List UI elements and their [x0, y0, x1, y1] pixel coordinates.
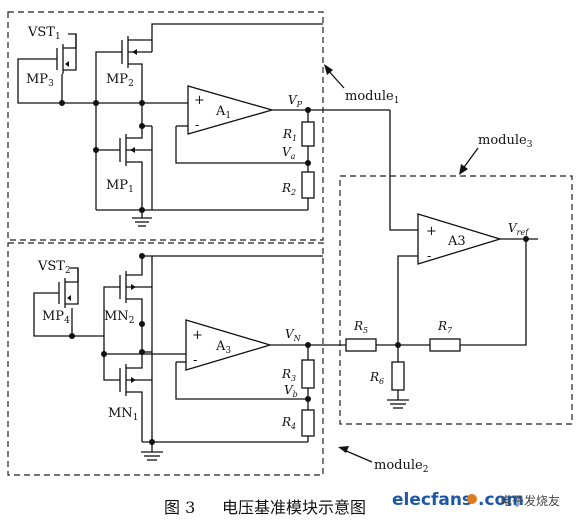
module2-box: [7, 242, 324, 476]
a2-plus: +: [192, 328, 203, 343]
mn1-label: MN1: [108, 406, 138, 423]
resistor-r2: [301, 171, 315, 210]
resistor-r6: [387, 345, 409, 409]
r2-label: R2: [281, 181, 296, 197]
r4-label: R4: [281, 415, 296, 431]
vst2-transistor: [33, 267, 79, 339]
figure-title: 电压基准模块示意图: [222, 498, 366, 517]
mp4-label: MP4: [42, 309, 70, 326]
mn1-transistor: [103, 352, 152, 442]
vb-label: Vb: [284, 383, 298, 399]
vst1-label: VST1: [27, 25, 61, 42]
resistor-r3: [301, 345, 315, 410]
r1-label: R1: [282, 127, 297, 143]
vref-label: Vref: [508, 221, 530, 237]
watermark-dot-icon: [467, 494, 477, 504]
a1-label: A1: [215, 104, 231, 121]
resistor-r7: [429, 338, 461, 352]
mn2-label: MN2: [104, 309, 134, 326]
module3-pointer: [459, 147, 479, 175]
mp1-label: MP1: [106, 178, 134, 195]
module1-box: [7, 11, 324, 241]
module3-box: [339, 175, 573, 425]
vst2-label: VST2: [37, 259, 71, 276]
a1-minus: -: [195, 118, 199, 133]
watermark-brand: elecfans: [392, 490, 472, 510]
a3-label: A3: [447, 234, 466, 249]
a2-label: A3: [215, 339, 231, 356]
op-amp-a3: [389, 110, 538, 346]
mp1-transistor: [95, 126, 153, 210]
resistor-r5: [345, 338, 430, 352]
module2-label: module2: [374, 458, 428, 475]
vst1-transistor: [17, 33, 77, 106]
a3-plus: +: [426, 224, 437, 239]
resistor-r4: [301, 409, 315, 442]
r6-label: R6: [369, 370, 384, 386]
a1-plus: +: [194, 93, 205, 108]
module3-label: module3: [478, 133, 533, 150]
ground-symbol: [132, 210, 152, 227]
resistor-r1: [301, 110, 315, 172]
mp2-label: MP2: [106, 72, 134, 89]
elecfans-watermark: elecfans .com 电子发烧友: [392, 490, 560, 510]
r3-label: R3: [281, 367, 296, 383]
module1-pointer: [324, 64, 345, 89]
watermark-chinese: 电子发烧友: [500, 493, 560, 508]
op-amp-a1: [175, 85, 390, 164]
vn-label: VN: [285, 327, 302, 343]
module2-pointer: [338, 446, 373, 463]
r7-label: R7: [437, 319, 453, 335]
mp3-label: MP3: [26, 72, 54, 89]
mn2-transistor: [103, 253, 323, 442]
mp2-transistor: [95, 23, 323, 103]
r5-label: R5: [353, 319, 368, 335]
vp-label: VP: [288, 93, 303, 109]
ground-symbol: [141, 442, 163, 461]
va-label: Va: [282, 145, 296, 161]
a2-minus: -: [193, 353, 197, 368]
module1-label: module1: [345, 89, 399, 106]
watermark-domain: .com: [478, 490, 524, 510]
a3-minus: -: [427, 249, 431, 264]
figure-number: 图 3: [164, 498, 195, 517]
